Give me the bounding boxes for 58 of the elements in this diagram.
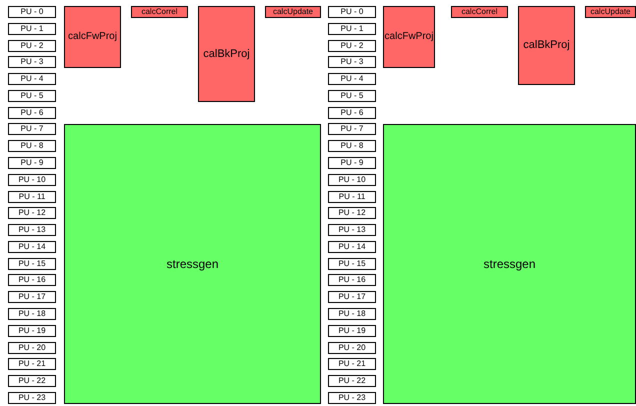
task-block: calcFwProj — [383, 6, 435, 68]
processor-label: PU - 3 — [328, 56, 376, 68]
processor-label: PU - 16 — [328, 274, 376, 286]
processor-label: PU - 9 — [8, 157, 56, 170]
processor-label: PU - 4 — [328, 73, 376, 86]
task-block: stressgen — [383, 124, 636, 404]
processor-label: PU - 10 — [8, 174, 56, 186]
processor-label: PU - 0 — [328, 6, 376, 18]
processor-label: PU - 22 — [328, 375, 376, 388]
processor-label: PU - 2 — [8, 40, 56, 52]
processor-label: PU - 23 — [8, 392, 56, 404]
task-block: calcUpdate — [265, 6, 321, 18]
processor-label: PU - 5 — [8, 90, 56, 102]
processor-label: PU - 19 — [328, 324, 376, 337]
processor-label: PU - 14 — [8, 240, 56, 253]
processor-label: PU - 0 — [8, 6, 56, 18]
processor-label: PU - 22 — [8, 375, 56, 388]
processor-label: PU - 12 — [8, 207, 56, 220]
processor-label: PU - 19 — [8, 324, 56, 337]
task-block: calcCorrel — [131, 6, 188, 18]
processor-label: PU - 5 — [328, 90, 376, 102]
processor-label: PU - 17 — [8, 291, 56, 304]
processor-label: PU - 6 — [328, 106, 376, 119]
processor-label: PU - 13 — [8, 224, 56, 236]
processor-label: PU - 11 — [328, 190, 376, 203]
processor-label: PU - 8 — [328, 140, 376, 152]
task-block: calBkProj — [518, 6, 575, 85]
processor-label: PU - 9 — [328, 157, 376, 170]
processor-label: PU - 15 — [8, 258, 56, 270]
task-block: calcFwProj — [64, 6, 121, 68]
processor-label: PU - 23 — [328, 392, 376, 404]
processor-label: PU - 20 — [8, 342, 56, 354]
processor-label: PU - 8 — [8, 140, 56, 152]
processor-label: PU - 13 — [328, 224, 376, 236]
processor-label: PU - 11 — [8, 190, 56, 203]
task-block: calcCorrel — [451, 6, 508, 18]
processor-label: PU - 16 — [8, 274, 56, 286]
processor-label: PU - 21 — [8, 358, 56, 370]
processor-label: PU - 1 — [8, 22, 56, 35]
task-block: calcUpdate — [585, 6, 636, 18]
processor-label: PU - 4 — [8, 73, 56, 86]
processor-label: PU - 6 — [8, 106, 56, 119]
processor-label: PU - 2 — [328, 40, 376, 52]
processor-label: PU - 7 — [8, 123, 56, 136]
processor-label: PU - 20 — [328, 342, 376, 354]
task-block: stressgen — [64, 124, 321, 404]
processor-label: PU - 3 — [8, 56, 56, 68]
processor-label: PU - 7 — [328, 123, 376, 136]
processor-label: PU - 12 — [328, 207, 376, 220]
processor-label: PU - 17 — [328, 291, 376, 304]
processor-label: PU - 15 — [328, 258, 376, 270]
processor-label: PU - 14 — [328, 240, 376, 253]
task-block: calBkProj — [198, 6, 255, 102]
processor-label: PU - 18 — [8, 308, 56, 320]
processor-label: PU - 18 — [328, 308, 376, 320]
processor-label: PU - 21 — [328, 358, 376, 370]
processor-label: PU - 10 — [328, 174, 376, 186]
processor-label: PU - 1 — [328, 22, 376, 35]
